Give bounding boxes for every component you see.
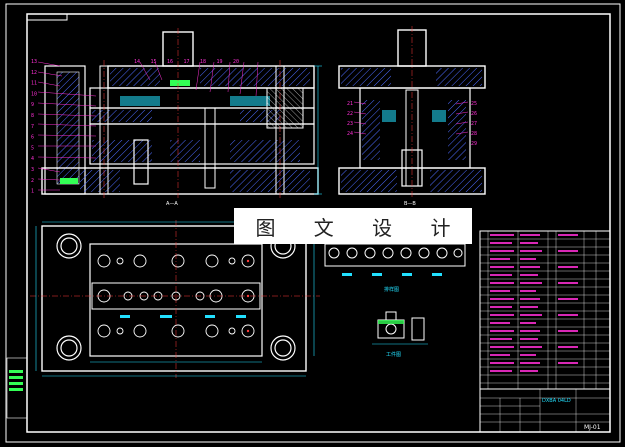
watermark-banner: 图 文 设 计	[234, 208, 472, 244]
callout-number: 20	[233, 59, 239, 65]
strip-layout: 排样图	[324, 239, 468, 293]
callout-number: 16	[167, 59, 173, 65]
callout-number: 3	[31, 167, 34, 173]
drawing-frame	[5, 3, 621, 443]
callout-number: 26	[471, 111, 477, 117]
callout-number: 7	[31, 124, 34, 130]
watermark-text: 图 文 设 计	[255, 215, 467, 240]
title-block-text: DXBA 04LD	[542, 398, 571, 404]
strip-layout-label: 排样图	[384, 286, 399, 293]
callouts-right: 21 22 23 24 25 26 27 28 29	[347, 101, 477, 147]
plan-view	[30, 220, 320, 378]
callout-number: 10	[31, 91, 37, 97]
callout-number: 13	[31, 59, 37, 65]
callout-number: 28	[471, 131, 477, 137]
callout-number: 11	[31, 81, 37, 87]
callout-number: 1	[31, 189, 34, 195]
callouts-left: 13 12 11 10 9 8 7 6 5 4 3 2 1	[31, 59, 37, 195]
callout-number: 15	[151, 59, 157, 65]
parts-list-table: DXBA 04LD MJ-01	[479, 230, 611, 433]
callout-number: 8	[31, 113, 34, 119]
callout-number: 9	[31, 102, 34, 108]
callout-number: 21	[347, 101, 353, 107]
side-section-view: B—B	[338, 26, 486, 207]
workpiece-label: 工件图	[386, 351, 401, 358]
section-b-label: B—B	[404, 201, 416, 207]
callout-number: 2	[31, 178, 34, 184]
callout-number: 23	[347, 121, 353, 127]
callout-number: 14	[134, 59, 140, 65]
drawing-number: MJ-01	[584, 424, 601, 431]
workpiece-drawing: 工件图	[372, 311, 428, 358]
callout-number: 6	[31, 135, 34, 141]
callout-number: 25	[471, 101, 477, 107]
callout-number: 24	[347, 131, 353, 137]
callout-number: 18	[200, 59, 206, 65]
revision-stamp	[6, 357, 28, 419]
callout-number: 12	[31, 70, 37, 76]
callout-number: 17	[184, 59, 190, 65]
section-a-label: A—A	[166, 201, 178, 207]
callout-number: 27	[471, 121, 477, 127]
callout-number: 22	[347, 111, 353, 117]
callout-number: 19	[217, 59, 223, 65]
callout-number: 4	[31, 156, 34, 162]
callouts-top: 14 15 16 17 18 19 20	[134, 59, 239, 65]
callout-number: 5	[31, 145, 34, 151]
callout-number: 29	[471, 141, 477, 147]
front-section-view: A—A	[37, 28, 322, 207]
